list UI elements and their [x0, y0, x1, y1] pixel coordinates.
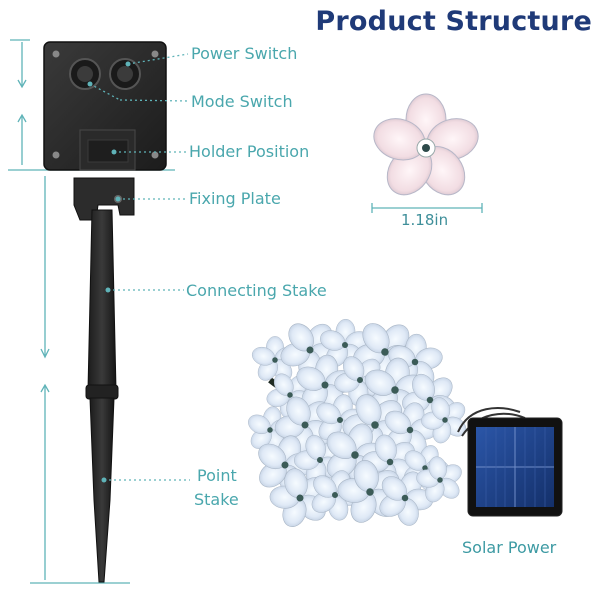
- callout-connecting-stake: Connecting Stake: [186, 281, 327, 300]
- leader-lines: [89, 53, 190, 481]
- page-title: Product Structure: [315, 6, 592, 37]
- solar-panel: [457, 407, 563, 517]
- callout-fixing-plate: Fixing Plate: [189, 189, 281, 208]
- solar-power-label: Solar Power: [462, 538, 557, 557]
- flower-width-dimension: [371, 203, 483, 213]
- callout-holder-position: Holder Position: [189, 142, 310, 161]
- flower-size-label: 1.18in: [401, 211, 449, 229]
- flower-string-cluster: [248, 318, 467, 527]
- controller-box: [43, 41, 167, 171]
- callout-power-switch: Power Switch: [191, 44, 298, 63]
- connecting-stake: [85, 209, 119, 400]
- callout-point-stake-line2: Stake: [194, 490, 239, 509]
- callout-point-stake-line1: Point: [197, 466, 237, 485]
- single-flower: [373, 93, 479, 196]
- callout-mode-switch: Mode Switch: [191, 92, 293, 111]
- point-stake: [89, 397, 115, 583]
